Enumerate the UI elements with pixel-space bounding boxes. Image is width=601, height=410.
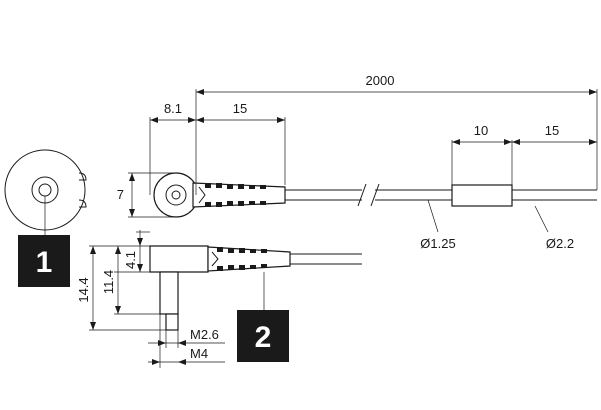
notch-lower <box>78 199 87 208</box>
top-head <box>153 172 199 218</box>
dim-sleeve-diameter: Ø2.2 <box>546 236 574 251</box>
side-thread <box>165 313 179 331</box>
dimension-lines <box>89 89 598 368</box>
dim-side-mid: 11.4 <box>101 270 116 294</box>
dim-sleeve-length: 10 <box>474 123 488 138</box>
notch-upper <box>78 172 87 181</box>
dim-cable-diameter: Ø1.25 <box>420 236 455 251</box>
top-head-center <box>171 190 181 200</box>
callout-2-label: 2 <box>255 321 272 354</box>
dim-total-length: 2000 <box>366 73 395 88</box>
dim-head-offset: 8.1 <box>164 101 182 116</box>
callout-2: 2 <box>237 310 289 362</box>
dim-side-total: 14.4 <box>76 277 91 302</box>
leader-cable-diameter <box>427 199 439 233</box>
top-relief-chevron <box>198 186 206 204</box>
side-head <box>149 245 209 273</box>
side-stem <box>159 271 179 315</box>
side-view <box>149 245 362 331</box>
side-ribs <box>217 247 267 271</box>
dim-thread-small: M2.6 <box>190 327 219 342</box>
side-relief-chevron <box>211 251 219 267</box>
leader-sleeve-diameter <box>534 205 549 233</box>
break-mark-2 <box>370 183 380 207</box>
dim-strain-relief: 15 <box>233 101 247 116</box>
front-view <box>4 149 87 235</box>
callout-1-label: 1 <box>36 246 53 279</box>
callout-1: 1 <box>18 235 70 287</box>
callout-2-box <box>237 310 289 362</box>
dim-tip-length: 15 <box>545 123 559 138</box>
top-head-ring <box>165 184 187 206</box>
dim-thread-large: M4 <box>190 346 208 361</box>
top-view <box>153 172 597 218</box>
dim-side-small: 4.1 <box>123 251 138 269</box>
top-ribs <box>205 183 266 207</box>
sleeve <box>451 184 513 207</box>
head-ring-inner <box>38 183 52 197</box>
dim-head-height: 7 <box>117 187 124 202</box>
dimension-labels: 2000 8.1 15 10 15 7 Ø1.25 Ø2.2 4.1 11.4 … <box>76 73 574 361</box>
break-mark-1 <box>357 183 367 207</box>
callout-1-box <box>18 235 70 287</box>
